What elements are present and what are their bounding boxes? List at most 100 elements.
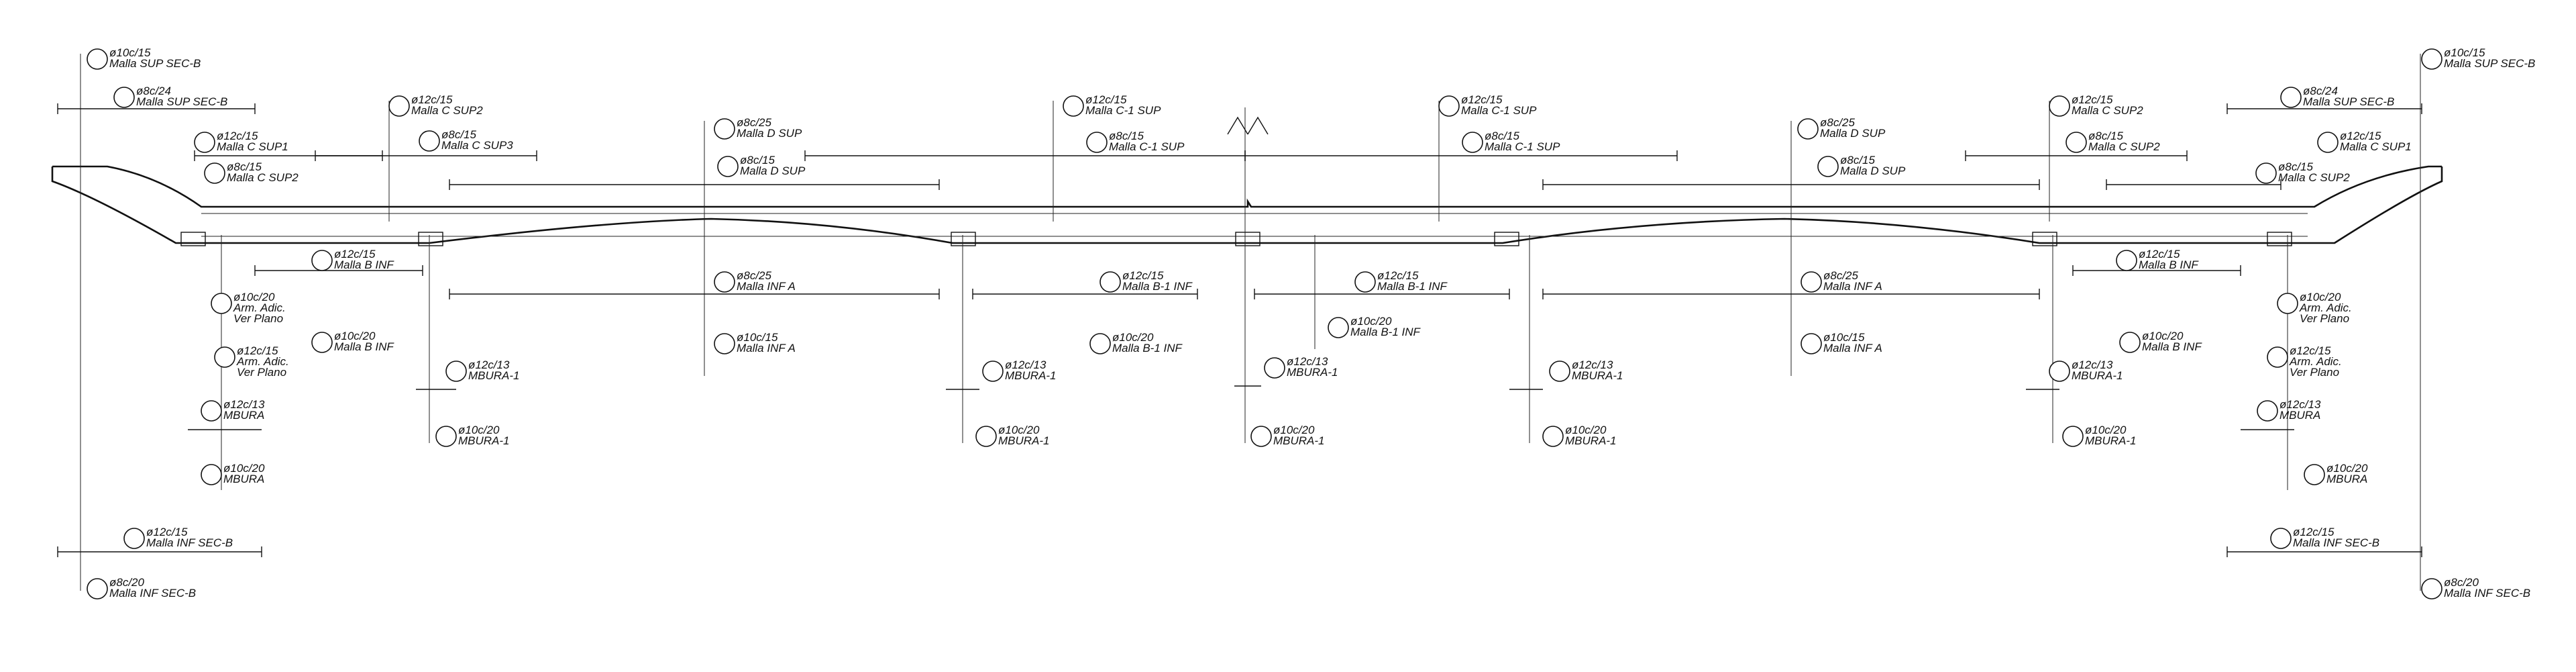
callout-mesh-name: Ver Plano bbox=[237, 366, 286, 379]
callout-bar-spec: ø8c/15 bbox=[740, 154, 775, 166]
callout-mesh-name: Malla B-1 INF bbox=[1122, 280, 1193, 293]
callout-mesh-name: MBURA-1 bbox=[1287, 366, 1338, 379]
callout-bar-spec: ø12c/13 bbox=[2072, 358, 2113, 371]
callout-bubble bbox=[1250, 426, 1272, 447]
callout-bubble bbox=[419, 130, 440, 152]
callout-bar-spec: ø10c/20 bbox=[1350, 315, 1392, 328]
callout-bar-spec: ø12c/15 bbox=[237, 344, 278, 357]
callout-mesh-name: Malla C-1 SUP bbox=[1109, 140, 1185, 153]
callout-bubble bbox=[194, 132, 215, 153]
callout-bar-spec: ø12c/15 bbox=[2290, 344, 2331, 357]
callout-bubble bbox=[1801, 271, 1822, 293]
callout-bar-spec: ø8c/15 bbox=[227, 160, 262, 173]
callout-bubble bbox=[1063, 95, 1084, 117]
callout-bar-spec: ø12c/15 bbox=[217, 130, 258, 142]
callout-bar-spec: ø12c/15 bbox=[2072, 93, 2113, 106]
callout-mesh-name: Malla C SUP3 bbox=[441, 139, 513, 152]
callout-mesh-name: Malla INF SEC-B bbox=[146, 536, 233, 549]
callout-bubble bbox=[211, 293, 232, 314]
callout-mesh-name: Malla C-1 SUP bbox=[1085, 104, 1161, 117]
dimension-lines bbox=[57, 103, 2422, 557]
callout-mesh-name: Ver Plano bbox=[2300, 312, 2349, 325]
callout-bar-spec: ø8c/15 bbox=[2088, 130, 2124, 142]
callout-mesh-name: Malla INF A bbox=[1823, 342, 1882, 354]
callout-mesh-name: MBURA-1 bbox=[1273, 434, 1325, 447]
callout-mesh-name: Malla SUP SEC-B bbox=[2444, 57, 2535, 70]
callout-mesh-name: MBURA-1 bbox=[1565, 434, 1617, 447]
callout-mesh-name: Malla C SUP2 bbox=[227, 171, 299, 184]
callout-bar-spec: ø8c/24 bbox=[2303, 85, 2338, 97]
callout-bubble bbox=[1438, 95, 1460, 117]
callout-bar-spec: ø10c/20 bbox=[998, 424, 1040, 436]
callout-mesh-name: Malla INF SEC-B bbox=[109, 587, 196, 599]
callout-mesh-name: Malla C SUP2 bbox=[2278, 171, 2350, 184]
callout-bar-spec: ø8c/20 bbox=[109, 576, 145, 589]
callout-bubble bbox=[2277, 293, 2298, 314]
callout-bar-spec: ø10c/20 bbox=[223, 462, 265, 475]
callout-bar-spec: ø12c/15 bbox=[1377, 269, 1419, 282]
callout-bubble bbox=[214, 346, 235, 368]
callout-mesh-name: MBURA-1 bbox=[1005, 369, 1057, 382]
callout-mesh-name: Malla B INF bbox=[334, 340, 394, 353]
callout-bar-spec: ø10c/20 bbox=[2085, 424, 2127, 436]
callout-bubble bbox=[975, 426, 997, 447]
callout-bar-spec: ø8c/15 bbox=[441, 128, 477, 141]
callout-bubble bbox=[2049, 361, 2070, 382]
callout-mesh-name: Ver Plano bbox=[233, 312, 283, 325]
callout-mesh-name: Malla B-1 INF bbox=[1377, 280, 1448, 293]
callout-bubble bbox=[1462, 132, 1483, 153]
callout-bubble bbox=[2270, 528, 2292, 549]
callout-bubble bbox=[2062, 426, 2084, 447]
callout-bubble bbox=[1354, 271, 1376, 293]
callout-mesh-name: Malla C SUP2 bbox=[411, 104, 483, 117]
callout-mesh-name: MBURA-1 bbox=[2085, 434, 2137, 447]
callout-bar-spec: ø12c/15 bbox=[334, 248, 376, 260]
callout-bubble bbox=[2049, 95, 2070, 117]
callout-mesh-name: Ver Plano bbox=[2290, 366, 2339, 379]
callout-mesh-name: Malla C SUP2 bbox=[2072, 104, 2143, 117]
deck-section bbox=[51, 165, 2443, 246]
callout-bar-spec: ø8c/25 bbox=[737, 269, 772, 282]
callout-bar-spec: ø10c/20 bbox=[458, 424, 500, 436]
callout-bar-spec: ø10c/20 bbox=[1565, 424, 1607, 436]
callout-bubble bbox=[2116, 250, 2137, 271]
callout-bar-spec: ø8c/25 bbox=[1823, 269, 1859, 282]
callout-bar-spec: ø12c/15 bbox=[1461, 93, 1503, 106]
callout-mesh-name: Malla INF A bbox=[1823, 280, 1882, 293]
callout-bubble bbox=[445, 361, 467, 382]
callout-bar-spec: ø10c/20 bbox=[2300, 291, 2341, 303]
callout-bar-spec: ø8c/25 bbox=[1820, 116, 1856, 129]
callout-bar-spec: ø12c/15 bbox=[411, 93, 453, 106]
callout-mesh-name: MBURA-1 bbox=[468, 369, 520, 382]
callout-bubble bbox=[1817, 156, 1839, 177]
callout-bubble bbox=[2280, 87, 2302, 108]
callout-mesh-name: MBURA bbox=[223, 473, 264, 485]
